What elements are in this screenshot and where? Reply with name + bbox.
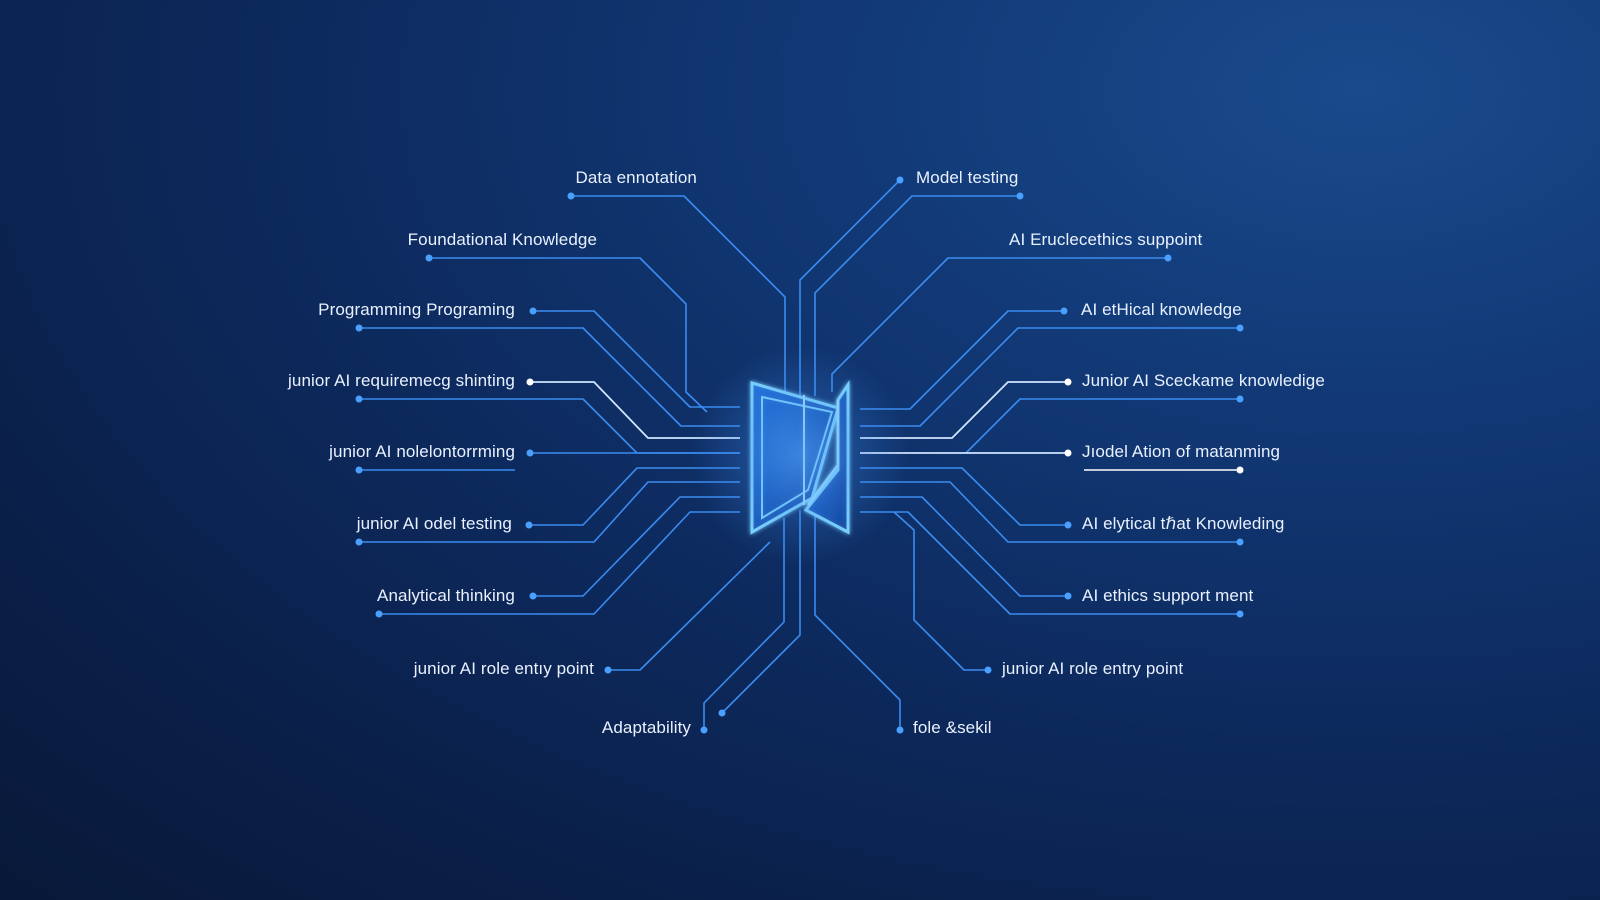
right-label-model-ation: Jıodel Ation of matanming [1082,442,1281,461]
right-label-junior-ai-role-entry-point: junior AI role entry point [1002,659,1184,678]
wire-right-knowledge-a [860,381,1068,439]
left-label-junior-ai-requirement: junior AI requiremecg shinting [288,371,515,390]
node-right-ation-b [1236,466,1244,474]
left-label-programming: Programming Programing [318,300,515,319]
wire-left-model-testing-a [529,467,740,526]
node-right-ation-a [1064,449,1072,457]
node-left-mentoring-a [526,449,534,457]
wire-right-ethical-a [860,310,1064,410]
node-left-programming-a [529,307,537,315]
node-left-mentoring-b [355,466,363,474]
right-label-ai-ethics-support: AI Eruclecethics suppoint [1009,230,1203,249]
left-label-junior-ai-role-entry-point: junior AI role entıy point [413,659,594,678]
right-label-junior-ai-knowledge: Junior AI Sceckame knowledige [1082,371,1325,390]
right-label-model-testing: Model testing [916,168,1019,187]
left-label-junior-ai-mentoring: junior AI nolelontorrming [329,442,515,461]
node-right-analytical-b [1236,538,1244,546]
wire-left-entry-point [608,541,771,671]
node-left-foundational [425,254,433,262]
node-right-model-testing-a [896,176,904,184]
right-label-role-skill: fole &sekil [913,718,992,737]
node-left-adaptability-a [700,726,708,734]
node-left-model-testing-a [525,521,533,529]
wire-left-requirement-a [530,381,740,439]
node-left-requirement-a [526,378,534,386]
left-label-junior-ai-model-testing: junior AI odel testing [356,514,512,533]
node-right-ethical-b [1236,324,1244,332]
wire-right-model-testing-b [814,195,1020,396]
node-left-data-annotation [567,192,575,200]
node-left-model-testing-b [355,538,363,546]
node-left-entry-point [604,666,612,674]
node-right-ethics-ment-a [1064,592,1072,600]
node-right-analytical-a [1064,521,1072,529]
left-label-analytical-thinking: Analytical thinking [377,586,515,605]
node-left-adaptability-b [718,709,726,717]
node-right-entry-point [984,666,992,674]
node-right-knowledge-a [1064,378,1072,386]
node-right-model-testing-b [1016,192,1024,200]
wire-left-programming-a [533,310,740,408]
node-left-analytical-a [529,592,537,600]
wire-right-role-skill [814,515,901,730]
wire-left-adaptability-b [721,510,801,714]
node-left-programming-b [355,324,363,332]
book-circuit-icon [750,380,850,535]
left-label-data-annotation: Data ennotation [575,168,697,187]
node-right-ethical-a [1060,307,1068,315]
left-label-foundational-knowledge: Foundational Knowledge [407,230,597,249]
node-right-ethics-support [1164,254,1172,262]
right-label-ai-ethics-support-ment: AI ethics support ment [1082,586,1254,605]
node-right-role-skill [896,726,904,734]
node-left-analytical-b [375,610,383,618]
node-right-knowledge-b [1236,395,1244,403]
right-label-ai-analytical-knowledge: AI elytical tℏat Knowleding [1082,514,1285,533]
node-right-ethics-ment-b [1236,610,1244,618]
right-label-ai-ethical-knowledge: AI etHical knowledge [1081,300,1242,319]
left-label-adaptability: Adaptability [601,718,691,737]
wire-right-knowledge-b [965,398,1240,454]
wire-left-adaptability-a [703,518,785,730]
wire-right-analytical-a [860,467,1068,526]
node-left-requirement-b [355,395,363,403]
wire-right-entry-point [893,511,988,671]
